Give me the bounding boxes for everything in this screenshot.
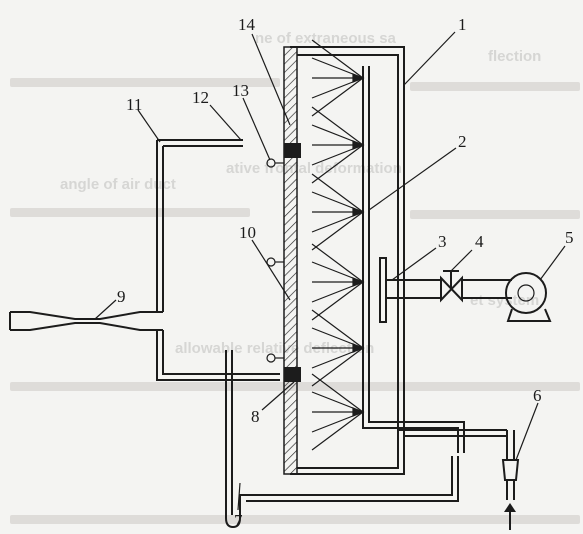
bg-line-4 (410, 210, 580, 219)
air-inlet-duct (386, 279, 442, 299)
spray-pipe (362, 66, 459, 453)
seal-block-bottom (284, 367, 301, 382)
tube-bottom-branch-inner (156, 330, 280, 381)
spray-nozzle (311, 243, 365, 321)
bg-text-4: angle of air duct (60, 176, 176, 193)
label-11: 11 (126, 95, 142, 114)
spray-nozzle (311, 373, 365, 451)
label-13: 13 (232, 81, 249, 100)
bg-text-2: flection (488, 48, 542, 65)
label-8: 8 (251, 407, 260, 426)
fan-base (506, 308, 552, 322)
blower-hub (517, 284, 535, 302)
label-12: 12 (192, 88, 209, 107)
label-2: 2 (458, 132, 467, 151)
bg-text-6: allowable relative deflection (175, 340, 375, 357)
bg-text-3: ative frontal deformation (226, 160, 402, 177)
flowmeter-stem (506, 480, 515, 500)
chamber-outer-wall (290, 46, 405, 475)
label-10: 10 (239, 223, 256, 242)
spray-fans (311, 39, 365, 451)
label-9: 9 (117, 287, 126, 306)
fan-duct (462, 279, 512, 299)
label-6: 6 (533, 386, 542, 405)
spray-nozzle (311, 309, 365, 387)
label-7: 7 (234, 511, 243, 530)
spray-pipe-inner (368, 66, 465, 453)
spray-nozzle (311, 39, 365, 117)
chamber-inner-wall (297, 54, 399, 469)
spray-nozzle (311, 106, 365, 184)
test-specimen-wall (283, 46, 298, 475)
duct-valve (440, 275, 463, 303)
venturi-bottom (10, 322, 163, 331)
pressure-taps (266, 158, 284, 363)
u-tube-manometer (225, 350, 453, 529)
bg-text-1: ne of extraneous sa (255, 30, 396, 47)
flowmeter-pipe (506, 430, 515, 460)
seal-block-top (284, 143, 301, 158)
flowmeter (501, 459, 520, 481)
venturi-top (10, 311, 163, 320)
spray-nozzle (311, 173, 365, 251)
bg-line-6 (10, 515, 580, 524)
label-1: 1 (458, 15, 467, 34)
label-14: 14 (238, 15, 256, 34)
duct-flange (379, 257, 387, 323)
leader-lines (94, 31, 566, 511)
inlet-arrowhead (504, 503, 516, 512)
bg-line-2 (410, 82, 580, 91)
bg-line-1 (10, 78, 280, 87)
label-4: 4 (475, 232, 484, 251)
manometer-line (246, 456, 459, 502)
bg-line-3 (10, 208, 250, 217)
label-3: 3 (438, 232, 447, 251)
blower-fan (505, 272, 547, 314)
tube-bottom-branch (162, 330, 280, 375)
label-5: 5 (565, 228, 574, 247)
bg-text-5: et system (470, 292, 540, 309)
